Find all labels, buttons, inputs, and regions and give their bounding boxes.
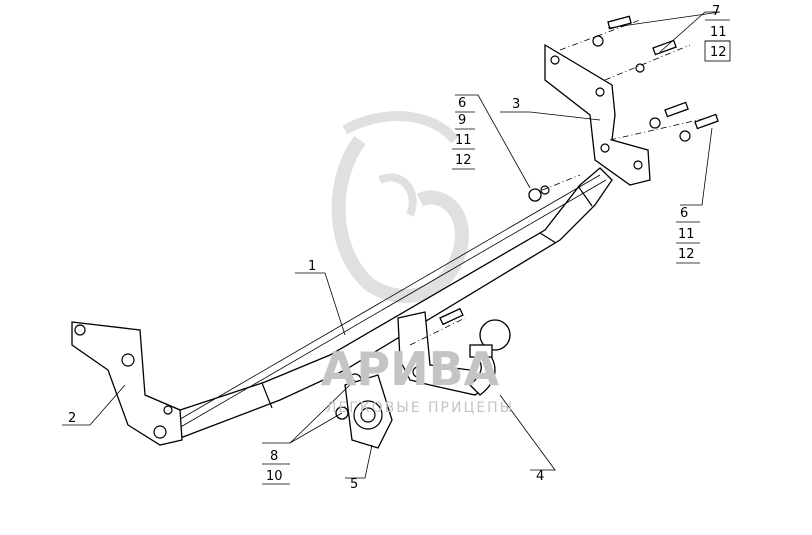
callout-7: 7 xyxy=(712,4,720,19)
callout-group-7-11-12: 7 11 12 xyxy=(704,4,731,62)
callout-1: 1 xyxy=(308,259,316,274)
callout-group-8-10: 8 10 xyxy=(262,449,290,485)
callout-12: 12 xyxy=(455,153,472,168)
callout-group-6-9-11-12: 6 9 11 12 xyxy=(452,96,475,170)
callout-11: 11 xyxy=(455,133,472,148)
callout-3: 3 xyxy=(512,97,520,112)
callout-8: 8 xyxy=(270,449,278,464)
right-bracket xyxy=(544,43,651,186)
socket-plate xyxy=(344,374,393,449)
watermark-logo xyxy=(331,111,469,303)
callout-5: 5 xyxy=(350,477,358,492)
callout-group-6-11-12: 6 11 12 xyxy=(676,206,700,264)
watermark-tagline: ЛЕГКОВЫЕ ПРИЦЕПЫ xyxy=(326,400,514,416)
callout-9: 9 xyxy=(458,113,466,128)
left-bracket xyxy=(71,321,183,446)
callout-12: 12 xyxy=(710,45,727,60)
callout-11: 11 xyxy=(678,227,695,242)
callout-4: 4 xyxy=(536,469,544,484)
leader-lines xyxy=(62,11,721,479)
callout-6: 6 xyxy=(458,96,466,111)
callout-11: 11 xyxy=(710,25,727,40)
callout-6: 6 xyxy=(680,206,688,221)
crossbeam xyxy=(164,167,613,441)
watermark-brand: АРИВА xyxy=(321,342,500,396)
callout-12: 12 xyxy=(678,247,695,262)
callout-2: 2 xyxy=(68,411,76,426)
callout-10: 10 xyxy=(266,469,283,484)
